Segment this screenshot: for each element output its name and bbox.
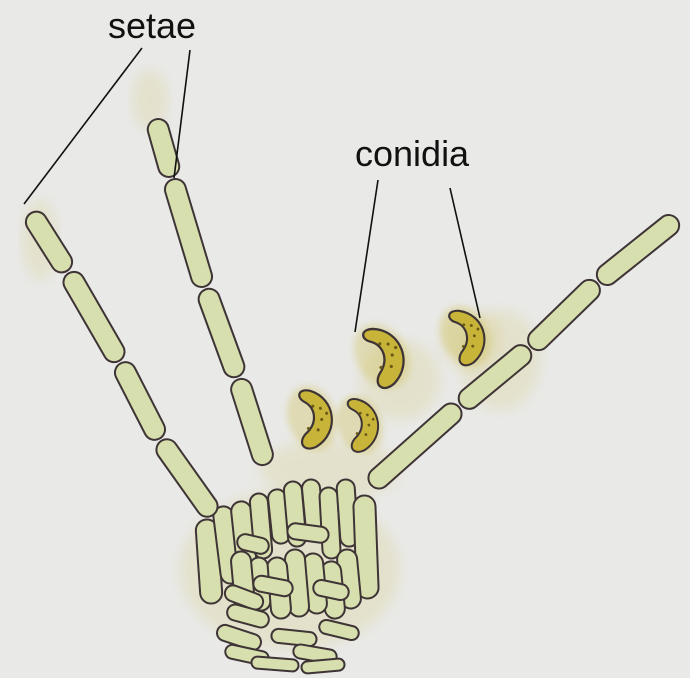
leader-line xyxy=(450,188,480,318)
seta-cell xyxy=(196,286,248,380)
seta-cell xyxy=(145,117,181,180)
hyphal-cell xyxy=(301,658,345,674)
leader-line xyxy=(174,50,190,178)
seta-cell xyxy=(228,376,275,468)
seta-cell xyxy=(593,211,684,290)
hyphal-cell xyxy=(251,656,299,672)
leader-line xyxy=(355,180,378,332)
seta-cell xyxy=(162,176,214,289)
acervulus-base xyxy=(195,479,379,674)
setae-label: setae xyxy=(108,8,196,44)
conidia-label: conidia xyxy=(355,136,469,172)
seta-middle xyxy=(145,117,275,468)
seta-cell xyxy=(152,435,221,521)
leader-lines xyxy=(24,48,480,332)
leader-line xyxy=(24,48,142,204)
seta-cell xyxy=(60,268,129,366)
seta-cell xyxy=(111,359,168,444)
seta-cell xyxy=(524,276,604,355)
